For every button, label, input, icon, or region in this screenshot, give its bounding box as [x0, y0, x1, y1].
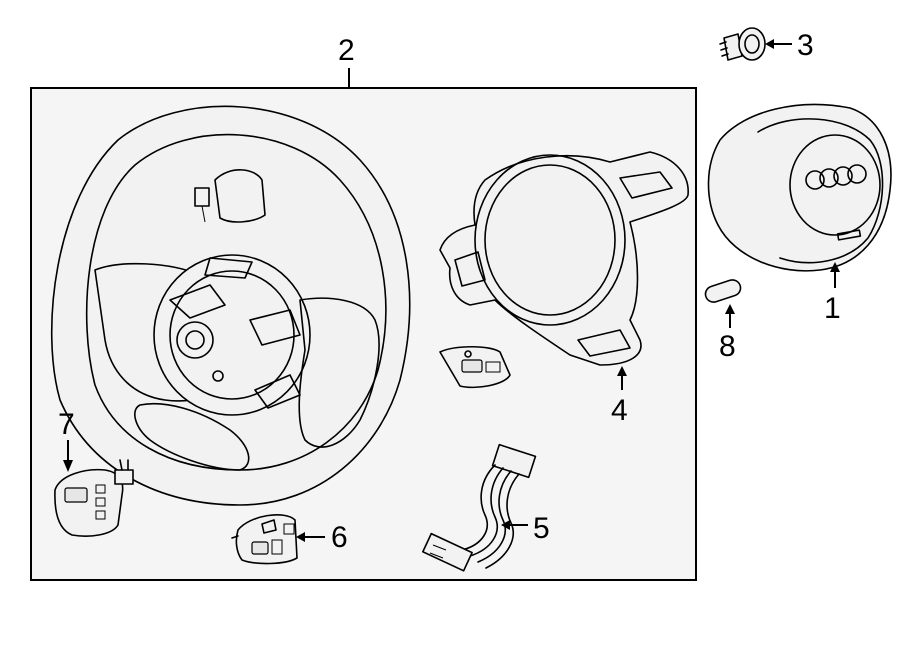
callout-2: 2: [338, 34, 355, 67]
callout-4: 4: [611, 394, 628, 427]
part-6-button-switch: [231, 514, 298, 565]
callout-8: 8: [719, 330, 736, 363]
part-4-small-switch: [439, 345, 511, 389]
part-1-airbag-module: [707, 103, 892, 272]
leader-3: [765, 39, 792, 49]
leader-1: [830, 262, 840, 288]
callout-6: 6: [331, 521, 348, 554]
leader-4: [617, 366, 627, 390]
callout-3: 3: [797, 29, 814, 62]
leader-7: [63, 440, 73, 472]
part-5-ribbon-cable: [422, 443, 537, 572]
part-8-plug: [704, 279, 742, 303]
part-3-bolt: [719, 27, 766, 61]
callout-1: 1: [824, 292, 841, 325]
callout-5: 5: [533, 512, 550, 545]
leader-8: [725, 304, 735, 328]
callout-7: 7: [58, 408, 75, 441]
leader-6: [296, 532, 325, 542]
part-4-trim-bezel: [439, 151, 689, 366]
leader-5: [501, 520, 528, 530]
steering-wheel: [50, 105, 411, 506]
part-7-switch-module: [54, 459, 134, 537]
